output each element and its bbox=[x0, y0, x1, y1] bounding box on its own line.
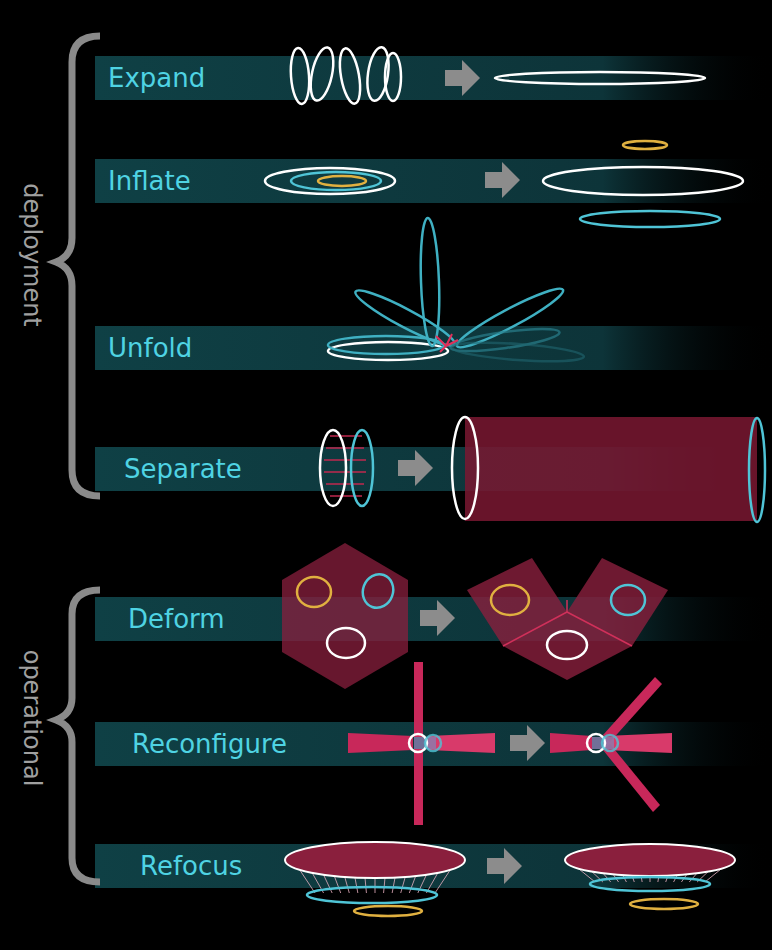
group-label: deployment bbox=[20, 183, 44, 327]
separate-figure bbox=[320, 417, 765, 522]
row-band: Refocus bbox=[136, 844, 247, 888]
row-title: Separate bbox=[124, 456, 242, 482]
row-band: Deform bbox=[124, 597, 229, 641]
bracket bbox=[56, 36, 100, 496]
row-band bbox=[95, 597, 772, 641]
row-title: Refocus bbox=[140, 853, 242, 879]
row-band bbox=[95, 56, 772, 100]
row-band bbox=[95, 326, 772, 370]
row-band: Unfold bbox=[104, 326, 197, 370]
row-band: Inflate bbox=[104, 159, 195, 203]
refocus-figure bbox=[285, 842, 735, 916]
reconfigure-figure bbox=[348, 662, 672, 825]
group-label: operational bbox=[20, 650, 44, 787]
row-band: Expand bbox=[104, 56, 210, 100]
row-band bbox=[95, 722, 772, 766]
row-title: Expand bbox=[108, 65, 205, 91]
unfold-figure bbox=[328, 218, 584, 365]
row-title: Reconfigure bbox=[132, 731, 287, 757]
row-band: Reconfigure bbox=[128, 722, 292, 766]
row-band bbox=[95, 159, 772, 203]
expand-figure bbox=[289, 46, 705, 106]
bracket bbox=[56, 590, 100, 882]
deform-figure bbox=[282, 543, 668, 689]
row-title: Unfold bbox=[108, 335, 192, 361]
row-title: Inflate bbox=[108, 168, 191, 194]
row-title: Deform bbox=[128, 606, 225, 632]
inflate-figure bbox=[265, 141, 743, 227]
row-band: Separate bbox=[120, 447, 246, 491]
